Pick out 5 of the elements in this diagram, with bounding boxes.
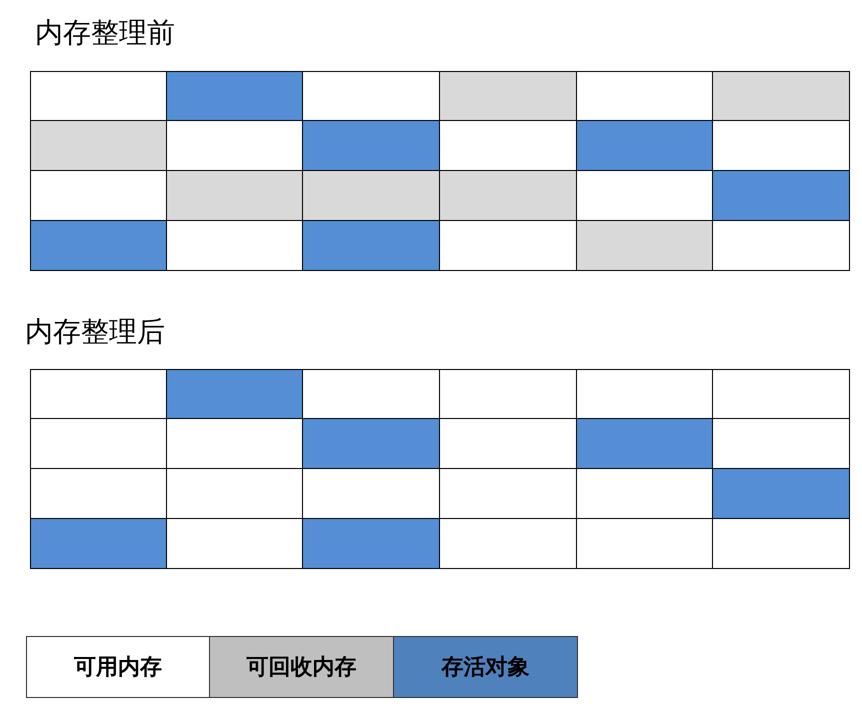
legend-label: 存活对象 — [442, 653, 530, 682]
section-heading: 内存整理前 — [35, 15, 175, 51]
legend-label: 可回收内存 — [246, 653, 356, 682]
legend-label: 可用内存 — [74, 653, 162, 682]
section-heading: 内存整理后 — [25, 314, 165, 350]
